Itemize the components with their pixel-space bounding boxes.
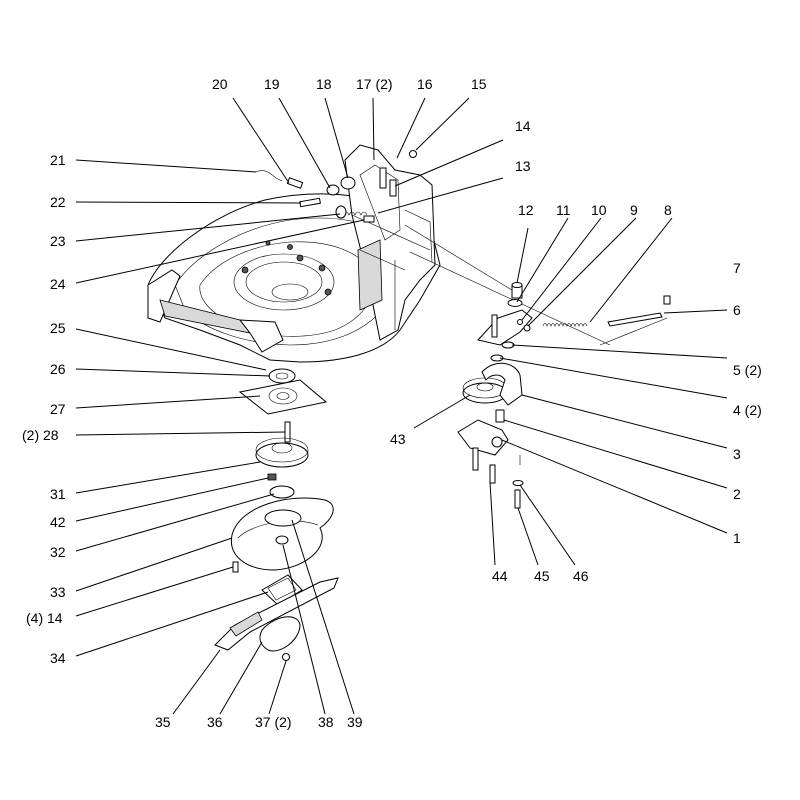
blade-plate-36 [259,616,301,652]
nut-15 [409,150,417,158]
callout-38: 38 [318,714,334,730]
blade-drive-stack [214,368,339,661]
callout-labels: 1 2 3 4 (2) 5 (2) 6 7 8 9 10 11 12 13 14… [22,76,762,730]
callout-20: 20 [212,76,228,92]
callout-11: 11 [556,202,571,218]
callout-45: 45 [534,568,550,584]
callout-25: 25 [50,320,66,336]
callout-5: 5 (2) [733,362,762,378]
callout-22: 22 [50,194,66,210]
idler-arm-1 [457,419,509,456]
callout-36: 36 [207,714,223,730]
callout-26: 26 [50,361,66,377]
bolt-28 [284,421,291,443]
callout-9: 9 [630,202,638,218]
screw-24 [363,215,375,223]
callout-43: 43 [390,431,406,447]
bolt-45 [514,489,521,509]
bolt-22 [299,197,321,208]
callout-39: 39 [347,714,363,730]
screw-44 [472,447,479,471]
callout-18: 18 [316,76,332,92]
callout-7: 7 [733,260,741,276]
washer-39 [264,509,302,527]
spring-8 [542,323,588,327]
callout-3: 3 [733,446,741,462]
callout-2: 2 [733,486,741,502]
callout-14-4: (4) 14 [26,610,63,626]
hairpin-clip-21 [255,170,283,182]
callout-44: 44 [492,568,508,584]
callout-8: 8 [664,202,672,218]
callout-4: 4 (2) [733,402,762,418]
callout-12: 12 [518,202,534,218]
pulley-31 [255,442,309,468]
pin-20 [286,177,304,189]
callout-14: 14 [515,118,531,134]
callout-19: 19 [264,76,280,92]
spring-23 [342,211,368,216]
callout-6: 6 [733,302,741,318]
callout-27: 27 [50,401,66,417]
callout-46: 46 [573,568,589,584]
hub-32 [269,485,295,499]
callout-21: 21 [50,152,66,168]
callout-35: 35 [155,714,171,730]
callout-15: 15 [471,76,487,92]
callout-10: 10 [591,202,607,218]
callout-24: 24 [50,276,66,292]
nut-37 [282,653,290,661]
belt-guide-3 [481,362,523,406]
height-adjust-assembly [255,150,417,223]
baffle-33 [230,497,334,571]
callout-34: 34 [50,650,66,666]
bolt-38 [275,535,289,545]
callout-37: 37 (2) [255,714,292,730]
bolt-2 [495,409,505,423]
screw-7 [663,295,671,305]
washer-11 [507,299,523,307]
nut-4 [490,354,504,362]
nut-10 [517,319,523,325]
callout-17: 17 (2) [356,76,393,92]
bushing-18 [340,176,356,190]
callout-28: (2) 28 [22,427,59,443]
bearing-26 [268,368,296,384]
callout-1: 1 [733,530,741,546]
callout-23: 23 [50,233,66,249]
callout-16: 16 [417,76,433,92]
callout-31: 31 [50,486,66,502]
rod-6 [607,312,663,327]
callout-32: 32 [50,544,66,560]
washer-46 [512,480,524,486]
callout-42: 42 [50,514,66,530]
leader-lines [75,97,728,715]
plate-27 [238,379,328,415]
callout-13: 13 [515,158,531,174]
screw-17 [379,167,387,189]
screw-14-lower [232,561,239,573]
nut-9 [523,324,531,332]
callout-33: 33 [50,584,66,600]
mower-deck-housing [147,144,611,363]
key-42 [267,473,277,481]
idler-assembly [457,282,671,509]
